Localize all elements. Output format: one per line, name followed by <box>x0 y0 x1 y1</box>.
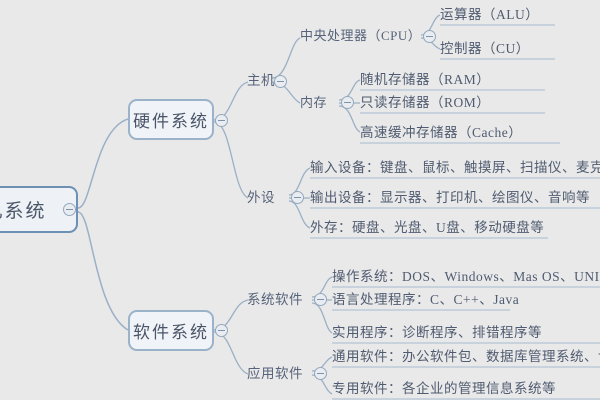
node-software-system-label: 软件系统 <box>133 323 209 342</box>
node-hardware-system-label: 硬件系统 <box>133 112 209 131</box>
node-cpu-label[interactable]: 中央处理器（CPU） <box>300 28 422 43</box>
collapse-minus-icon-memory[interactable] <box>341 96 354 109</box>
collapse-minus-icon-host[interactable] <box>274 75 287 88</box>
leaf-rom[interactable]: 只读存储器（ROM） <box>360 95 491 110</box>
collapse-minus-icon-root[interactable] <box>63 203 76 216</box>
leaf-language-processor[interactable]: 语言处理程序：C、C++、Java <box>332 292 520 307</box>
node-memory-label[interactable]: 内存 <box>300 95 328 110</box>
leaf-cache[interactable]: 高速缓冲存储器（Cache） <box>360 125 523 140</box>
leaf-special-software[interactable]: 专用软件：各企业的管理信息系统等 <box>332 381 556 396</box>
collapse-minus-icon-cpu[interactable] <box>423 30 436 43</box>
leaf-external-storage[interactable]: 外存：硬盘、光盘、U盘、移动硬盘等 <box>310 220 545 235</box>
leaf-operating-system[interactable]: 操作系统：DOS、Windows、Mas OS、UNIX、Linux <box>332 269 600 284</box>
leaf-cu[interactable]: 控制器（CU） <box>440 41 530 56</box>
collapse-minus-icon-application-software[interactable] <box>314 367 327 380</box>
leaf-input-devices[interactable]: 输入设备：键盘、鼠标、触摸屏、扫描仪、麦克风等 <box>310 160 600 175</box>
node-host-label[interactable]: 主机 <box>247 73 275 88</box>
collapse-minus-icon-hardware[interactable] <box>215 114 228 127</box>
node-hardware-system[interactable]: 硬件系统 <box>128 99 214 140</box>
leaf-utility-program[interactable]: 实用程序：诊断程序、排错程序等 <box>332 325 542 340</box>
leaf-alu[interactable]: 运算器（ALU） <box>440 7 540 22</box>
leaf-general-software[interactable]: 通用软件：办公软件包、数据库管理系统、计算 <box>332 349 600 364</box>
node-software-system[interactable]: 软件系统 <box>128 310 214 351</box>
leaf-output-devices[interactable]: 输出设备：显示器、打印机、绘图仪、音响等 <box>310 190 590 205</box>
node-application-software-label[interactable]: 应用软件 <box>247 366 303 381</box>
collapse-minus-icon-peripheral[interactable] <box>291 191 304 204</box>
leaf-ram[interactable]: 随机存储器（RAM） <box>360 72 491 87</box>
collapse-minus-icon-system-software[interactable] <box>314 293 327 306</box>
node-system-software-label[interactable]: 系统软件 <box>247 292 303 307</box>
collapse-minus-icon-software[interactable] <box>215 324 228 337</box>
node-peripheral-label[interactable]: 外设 <box>247 190 275 205</box>
root-node-label: 几系统 <box>0 201 47 222</box>
